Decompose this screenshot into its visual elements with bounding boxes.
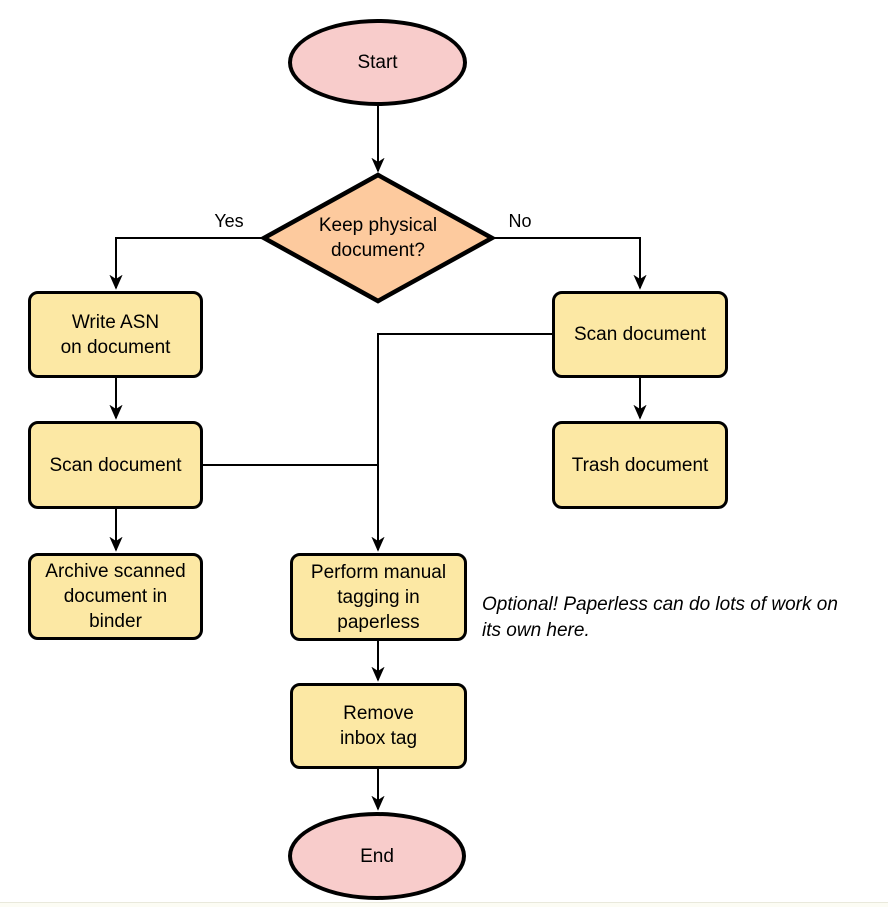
node-decision-label: Keep physical document?	[318, 215, 438, 261]
edge-decision-scan-right	[492, 237, 640, 288]
edge-label-no: No	[490, 211, 550, 231]
node-start: Start	[288, 19, 467, 106]
node-scan-document-right: Scan document	[552, 291, 728, 378]
node-end: End	[288, 812, 466, 900]
node-manual-tagging: Perform manual tagging in paperless	[290, 553, 467, 641]
node-archive-binder: Archive scanned document in binder	[28, 553, 203, 640]
edge-scan-right-tagging	[378, 333, 552, 550]
node-scan-document-left: Scan document	[28, 421, 203, 509]
node-remove-inbox-tag: Remove inbox tag	[290, 683, 467, 769]
node-trash-document: Trash document	[552, 421, 728, 509]
edge-label-yes: Yes	[199, 211, 259, 231]
optional-note: Optional! Paperless can do lots of work …	[482, 594, 838, 641]
decision-diamond-shape	[259, 172, 497, 304]
edge-decision-write-asn	[116, 237, 264, 288]
bottom-edge-strip	[0, 902, 888, 907]
node-write-asn: Write ASN on document	[28, 291, 203, 378]
